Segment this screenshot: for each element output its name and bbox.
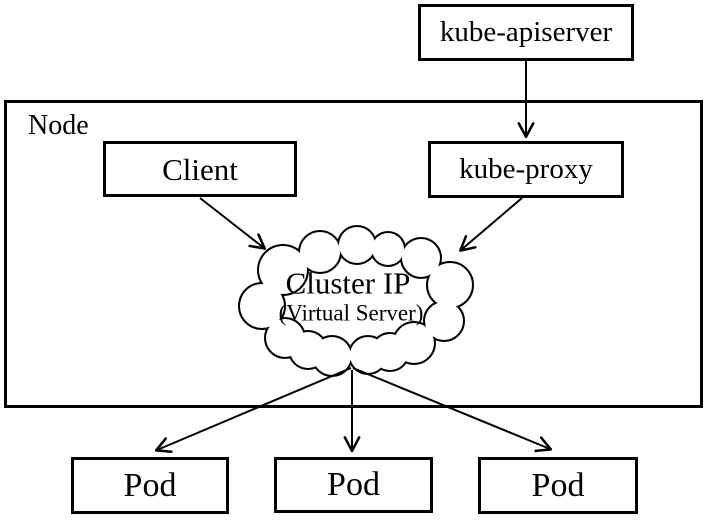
- pod-box-3: Pod: [478, 457, 638, 514]
- pod-box-2: Pod: [274, 457, 433, 513]
- pod-label: Pod: [123, 466, 177, 504]
- pod-label: Pod: [531, 466, 585, 504]
- cluster-ip-label: Cluster IP: [285, 265, 411, 301]
- node-container-box: Node: [4, 100, 703, 408]
- client-box: Client: [103, 141, 297, 197]
- arrow-clusterip-to-pod3: [352, 367, 553, 453]
- kube-proxy-label: kube-proxy: [459, 153, 593, 185]
- arrow-clusterip-to-pod1: [154, 367, 352, 453]
- virtual-server-label: (Virtual Server): [278, 300, 424, 326]
- kube-apiserver-label: kube-apiserver: [439, 16, 613, 48]
- client-label: Client: [162, 151, 238, 187]
- cluster-ip-cloud: [238, 225, 474, 377]
- kube-proxy-box: kube-proxy: [428, 141, 624, 198]
- pod-label: Pod: [327, 466, 380, 503]
- node-label: Node: [28, 110, 89, 141]
- arrow-kubeproxy-to-clusterip: [459, 197, 523, 252]
- pod-box-1: Pod: [71, 457, 229, 514]
- arrow-client-to-clusterip: [199, 197, 266, 250]
- kube-apiserver-box: kube-apiserver: [418, 4, 634, 61]
